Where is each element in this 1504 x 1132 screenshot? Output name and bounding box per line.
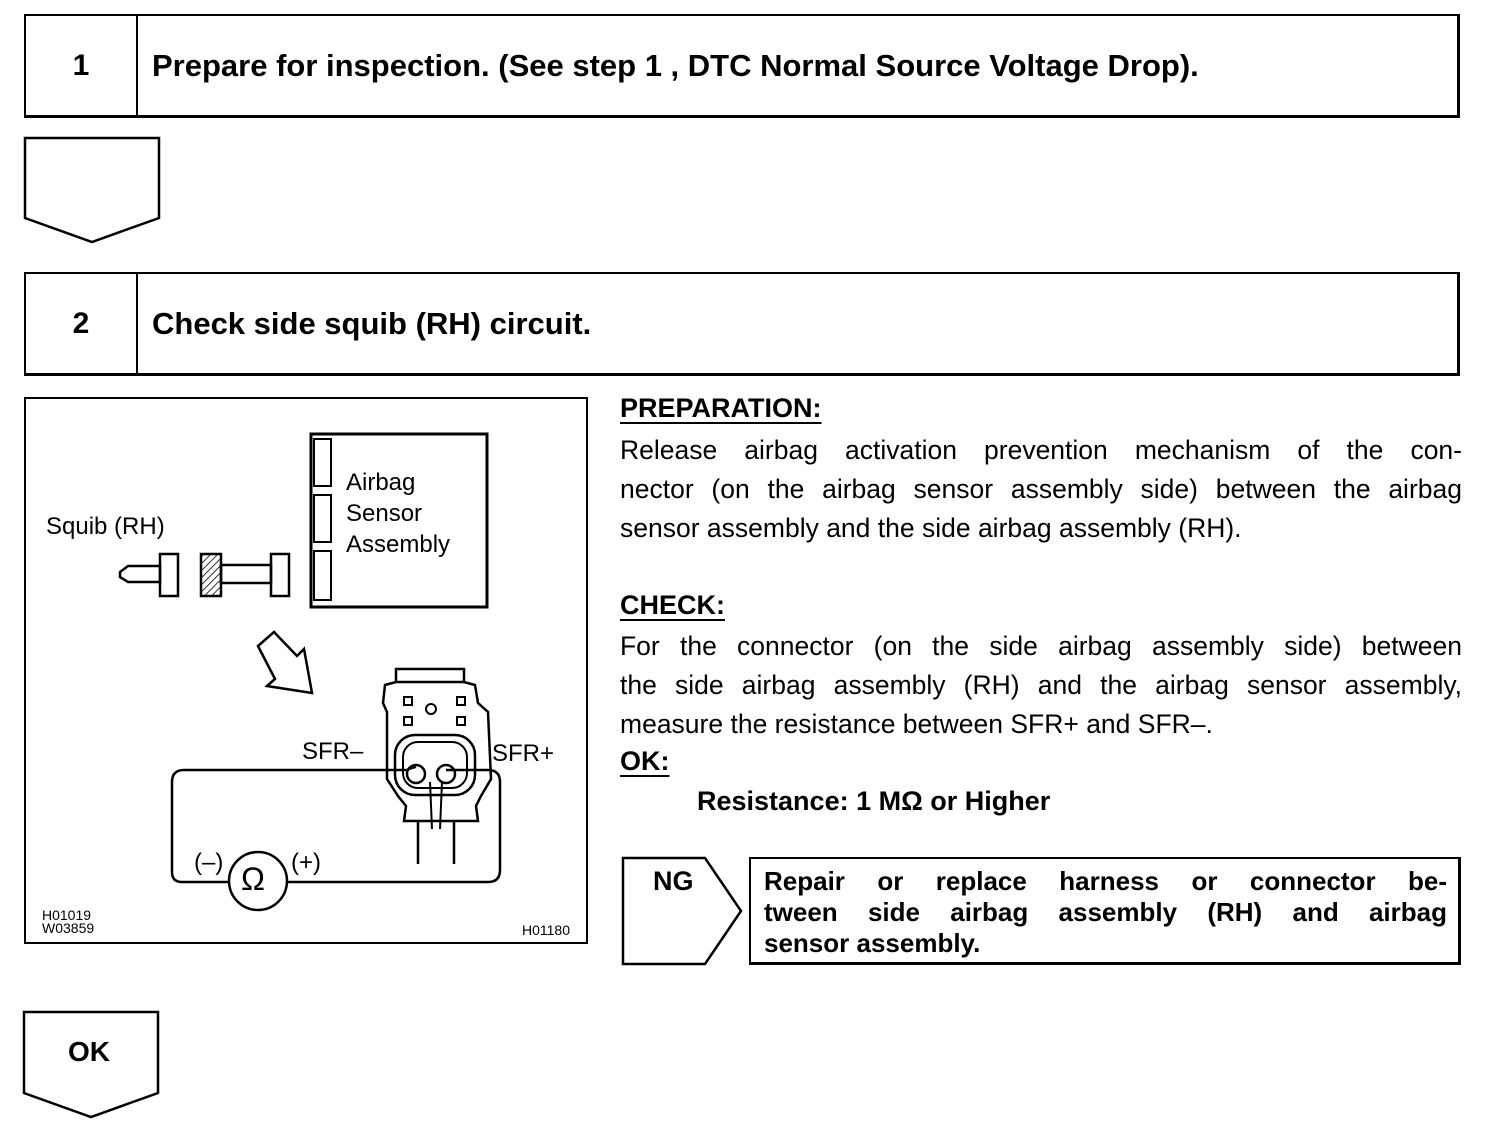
figure-code-right: H01180 [522,922,571,938]
ok-heading: OK: [620,746,670,776]
step-2-box: 2 Check side squib (RH) circuit. [24,272,1460,376]
ng-line-1: Repair or replace harness or connector b… [764,866,1447,896]
down-arrow-icon [23,136,161,244]
check-heading: CHECK: [620,590,725,620]
direction-arrow-icon [256,630,314,695]
preparation-heading: PREPARATION: [620,393,822,423]
ohmmeter-icon [227,850,289,912]
check-line-3: measure the resistance between SFR+ and … [620,709,1213,739]
squib-label: Squib (RH) [46,513,165,540]
sfr-minus-label: SFR– [302,738,364,765]
figure-code-left-1: H01019 [42,907,92,923]
airbag-label-line3: Assembly [346,531,451,558]
negative-terminal-label: (–) [194,849,224,876]
step-1-title: Prepare for inspection. (See step 1 , DT… [152,47,1199,83]
airbag-sensor-assembly [309,432,489,609]
ohm-symbol: Ω [241,861,265,897]
ok-spec: Resistance: 1 MΩ or Higher [697,786,1051,816]
step-2-title: Check side squib (RH) circuit. [152,305,592,341]
ng-action-box [749,857,1461,965]
preparation-line-1: Release airbag activation prevention mec… [620,435,1462,465]
ok-arrow-label: OK [68,1036,110,1067]
airbag-label-line1: Airbag [346,469,416,496]
ng-line-2: tween side airbag assembly (RH) and airb… [764,897,1447,927]
check-line-2: the side airbag assembly (RH) and the ai… [620,670,1462,700]
check-text: For the connector (on the side airbag as… [620,627,1462,744]
positive-terminal-label: (+) [291,849,321,876]
ng-line-3: sensor assembly. [764,928,981,958]
preparation-line-3: sensor assembly and the side airbag asse… [620,513,1242,543]
squib-connector [118,552,291,598]
ng-label: NG [653,866,694,896]
ok-arrow-icon [22,1010,160,1119]
figure-code-left-2: W03859 [42,920,95,936]
sfr-plus-label: SFR+ [492,740,555,767]
airbag-label-line2: Sensor [346,500,423,527]
ohmmeter-circuit [170,766,502,912]
circuit-diagram: Squib (RH) Airbag Sensor Assembly SFR– S… [24,397,588,944]
step-1-box: 1 Prepare for inspection. (See step 1 , … [24,14,1460,118]
check-line-1: For the connector (on the side airbag as… [620,631,1462,661]
ng-action-text: Repair or replace harness or connector b… [764,866,1447,959]
step-2-number: 2 [26,274,138,373]
step-1-number: 1 [26,16,138,115]
circuit-drawing [118,432,502,912]
ng-arrow-icon [621,856,743,966]
preparation-text: Release airbag activation prevention mec… [620,431,1462,548]
connector-face [381,667,493,864]
preparation-line-2: nector (on the airbag sensor assembly si… [620,474,1462,504]
